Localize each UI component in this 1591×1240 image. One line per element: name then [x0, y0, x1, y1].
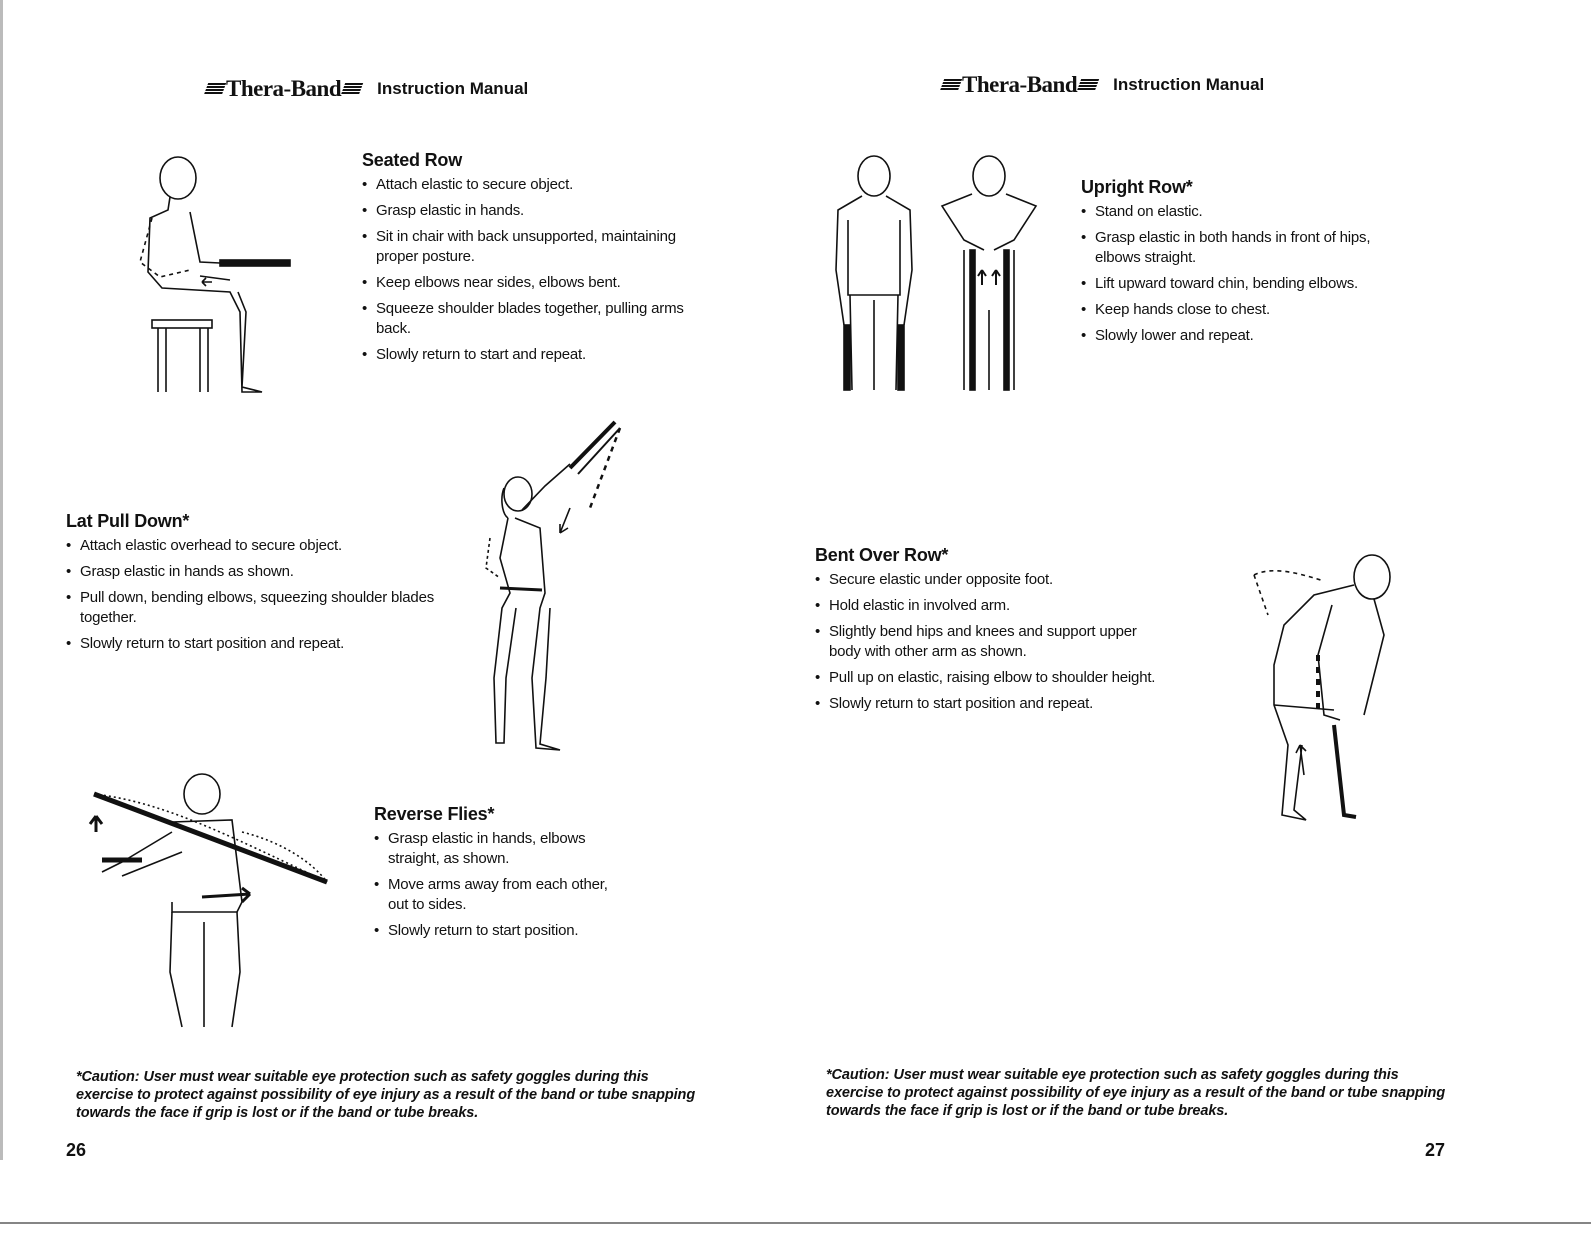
- manual-label: Instruction Manual: [1113, 75, 1265, 94]
- upright-row-section: Upright Row* Stand on elastic. Grasp ela…: [1081, 177, 1401, 352]
- logo-stripe-icon: [340, 83, 364, 95]
- step-list: Stand on elastic. Grasp elastic in both …: [1081, 202, 1401, 346]
- step-item: Squeeze shoulder blades together, pullin…: [362, 299, 692, 339]
- lat-pull-down-illustration: [470, 418, 630, 758]
- section-title: Bent Over Row*: [815, 545, 949, 565]
- step-item: Stand on elastic.: [1081, 202, 1401, 222]
- manual-label: Instruction Manual: [377, 79, 529, 98]
- step-item: Grasp elastic in hands, elbows straight,…: [374, 829, 614, 869]
- step-item: Grasp elastic in hands.: [362, 201, 692, 221]
- caution-note: *Caution: User must wear suitable eye pr…: [76, 1069, 696, 1121]
- step-item: Keep elbows near sides, elbows bent.: [362, 273, 692, 293]
- logo-stripe-icon: [1076, 79, 1100, 91]
- upright-row-illustration: [824, 150, 1074, 400]
- step-list: Attach elastic overhead to secure object…: [66, 536, 446, 654]
- step-item: Slowly return to start position and repe…: [66, 634, 446, 654]
- brand-name: Thera-Band: [962, 72, 1078, 97]
- bent-over-row-illustration: [1244, 545, 1404, 830]
- step-item: Slowly return to start and repeat.: [362, 345, 692, 365]
- step-item: Sit in chair with back unsupported, main…: [362, 227, 692, 267]
- step-list: Attach elastic to secure object. Grasp e…: [362, 175, 692, 365]
- right-page: Thera-Band Instruction Manual Upright Ro…: [796, 0, 1591, 1240]
- left-header: Thera-Band Instruction Manual: [203, 76, 529, 102]
- step-item: Slightly bend hips and knees and support…: [815, 622, 1165, 662]
- brand-logo: Thera-Band: [939, 72, 1100, 98]
- section-title: Reverse Flies*: [374, 804, 495, 824]
- step-list: Grasp elastic in hands, elbows straight,…: [374, 829, 614, 941]
- page-number: 26: [66, 1140, 87, 1160]
- step-item: Attach elastic to secure object.: [362, 175, 692, 195]
- step-item: Grasp elastic in hands as shown.: [66, 562, 446, 582]
- page-number: 27: [1425, 1140, 1446, 1160]
- brand-logo: Thera-Band: [203, 76, 364, 102]
- seated-row-illustration: [130, 152, 305, 402]
- brand-name: Thera-Band: [226, 76, 342, 101]
- lat-pull-down-section: Lat Pull Down* Attach elastic overhead t…: [66, 511, 446, 660]
- right-header: Thera-Band Instruction Manual: [939, 72, 1265, 98]
- step-item: Lift upward toward chin, bending elbows.: [1081, 274, 1401, 294]
- step-list: Secure elastic under opposite foot. Hold…: [815, 570, 1165, 714]
- scan-bottom-edge: [0, 1222, 1591, 1224]
- reverse-flies-illustration: [82, 772, 342, 1032]
- binding-edge: [0, 0, 3, 1160]
- step-item: Secure elastic under opposite foot.: [815, 570, 1165, 590]
- step-item: Keep hands close to chest.: [1081, 300, 1401, 320]
- left-page: Thera-Band Instruction Manual Seated Row…: [0, 0, 795, 1240]
- caution-note: *Caution: User must wear suitable eye pr…: [826, 1067, 1446, 1119]
- reverse-flies-section: Reverse Flies* Grasp elastic in hands, e…: [374, 804, 614, 947]
- step-item: Hold elastic in involved arm.: [815, 596, 1165, 616]
- step-item: Pull down, bending elbows, squeezing sho…: [66, 588, 446, 628]
- logo-stripe-icon: [203, 83, 227, 95]
- section-title: Upright Row*: [1081, 177, 1193, 197]
- section-title: Lat Pull Down*: [66, 511, 190, 531]
- step-item: Slowly lower and repeat.: [1081, 326, 1401, 346]
- step-item: Grasp elastic in both hands in front of …: [1081, 228, 1401, 268]
- step-item: Attach elastic overhead to secure object…: [66, 536, 446, 556]
- step-item: Slowly return to start position and repe…: [815, 694, 1165, 714]
- step-item: Move arms away from each other, out to s…: [374, 875, 614, 915]
- logo-stripe-icon: [939, 79, 963, 91]
- section-title: Seated Row: [362, 150, 463, 170]
- bent-over-row-section: Bent Over Row* Secure elastic under oppo…: [815, 545, 1165, 720]
- step-item: Pull up on elastic, raising elbow to sho…: [815, 668, 1165, 688]
- step-item: Slowly return to start position.: [374, 921, 614, 941]
- seated-row-section: Seated Row Attach elastic to secure obje…: [362, 150, 692, 371]
